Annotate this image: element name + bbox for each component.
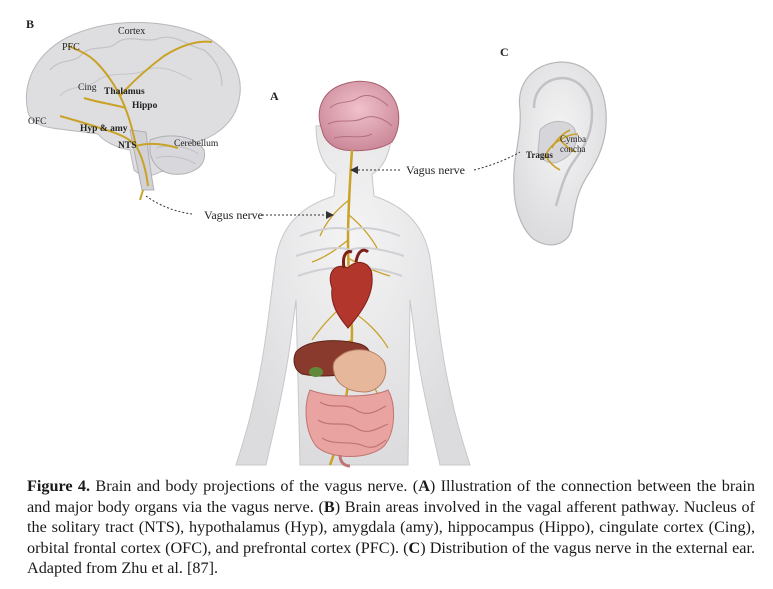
heart <box>329 261 373 329</box>
caption-ref-b: B <box>323 497 335 516</box>
label-ofc: OFC <box>28 117 46 127</box>
label-hippo: Hippo <box>132 101 158 111</box>
brain-outline <box>26 22 241 177</box>
brain-shape <box>318 80 400 152</box>
caption-text-a: ) Illustration of the connection between… <box>27 477 755 516</box>
label-cymba-1: Cymba <box>560 134 586 144</box>
label-cing: Cing <box>78 83 97 93</box>
label-vagus-right: Vagus nerve <box>406 163 465 177</box>
label-nts: NTS <box>118 141 136 151</box>
caption-text-b: ) Brain areas involved in the vagal affe… <box>27 497 755 557</box>
label-hyp-amy: Hyp & amy <box>80 124 128 134</box>
caption-intro: Brain and body projections of the vagus … <box>90 477 419 495</box>
caption-text-c: ) Distribution of the vagus nerve in the… <box>27 538 756 578</box>
panel-b-label: B <box>26 17 34 31</box>
panel-c-label: C <box>500 45 509 59</box>
panel-b-brain <box>26 22 241 201</box>
cortex-folds <box>49 36 223 87</box>
intestines <box>305 389 394 457</box>
panel-a-body <box>235 80 471 468</box>
ear-vagal-branches <box>543 129 579 171</box>
figure-caption: Figure 4. Brain and body projections of … <box>27 476 755 579</box>
caption-ref-c: C <box>408 538 421 557</box>
brain-vagal-pathways <box>59 40 213 187</box>
figure-illustration: B A C Cortex PFC Cing Thalamus Hippo OFC… <box>26 17 607 468</box>
label-cymba-2: concha <box>560 144 585 154</box>
label-thalamus: Thalamus <box>104 87 145 97</box>
caption-figure-label: Figure 4. <box>27 477 91 495</box>
connectors <box>145 151 521 219</box>
label-pfc: PFC <box>62 42 80 53</box>
stomach <box>332 349 387 393</box>
label-tragus: Tragus <box>526 150 553 160</box>
label-cerebellum: Cerebellum <box>174 139 219 149</box>
panel-c-ear <box>513 61 607 246</box>
ribcage <box>295 227 405 277</box>
label-vagus-left: Vagus nerve <box>204 208 263 222</box>
connector-brain-to-body <box>145 195 193 215</box>
label-cortex: Cortex <box>118 26 145 37</box>
panel-a-label: A <box>270 89 279 103</box>
gallbladder <box>309 367 323 377</box>
caption-ref-a: A <box>418 477 430 495</box>
